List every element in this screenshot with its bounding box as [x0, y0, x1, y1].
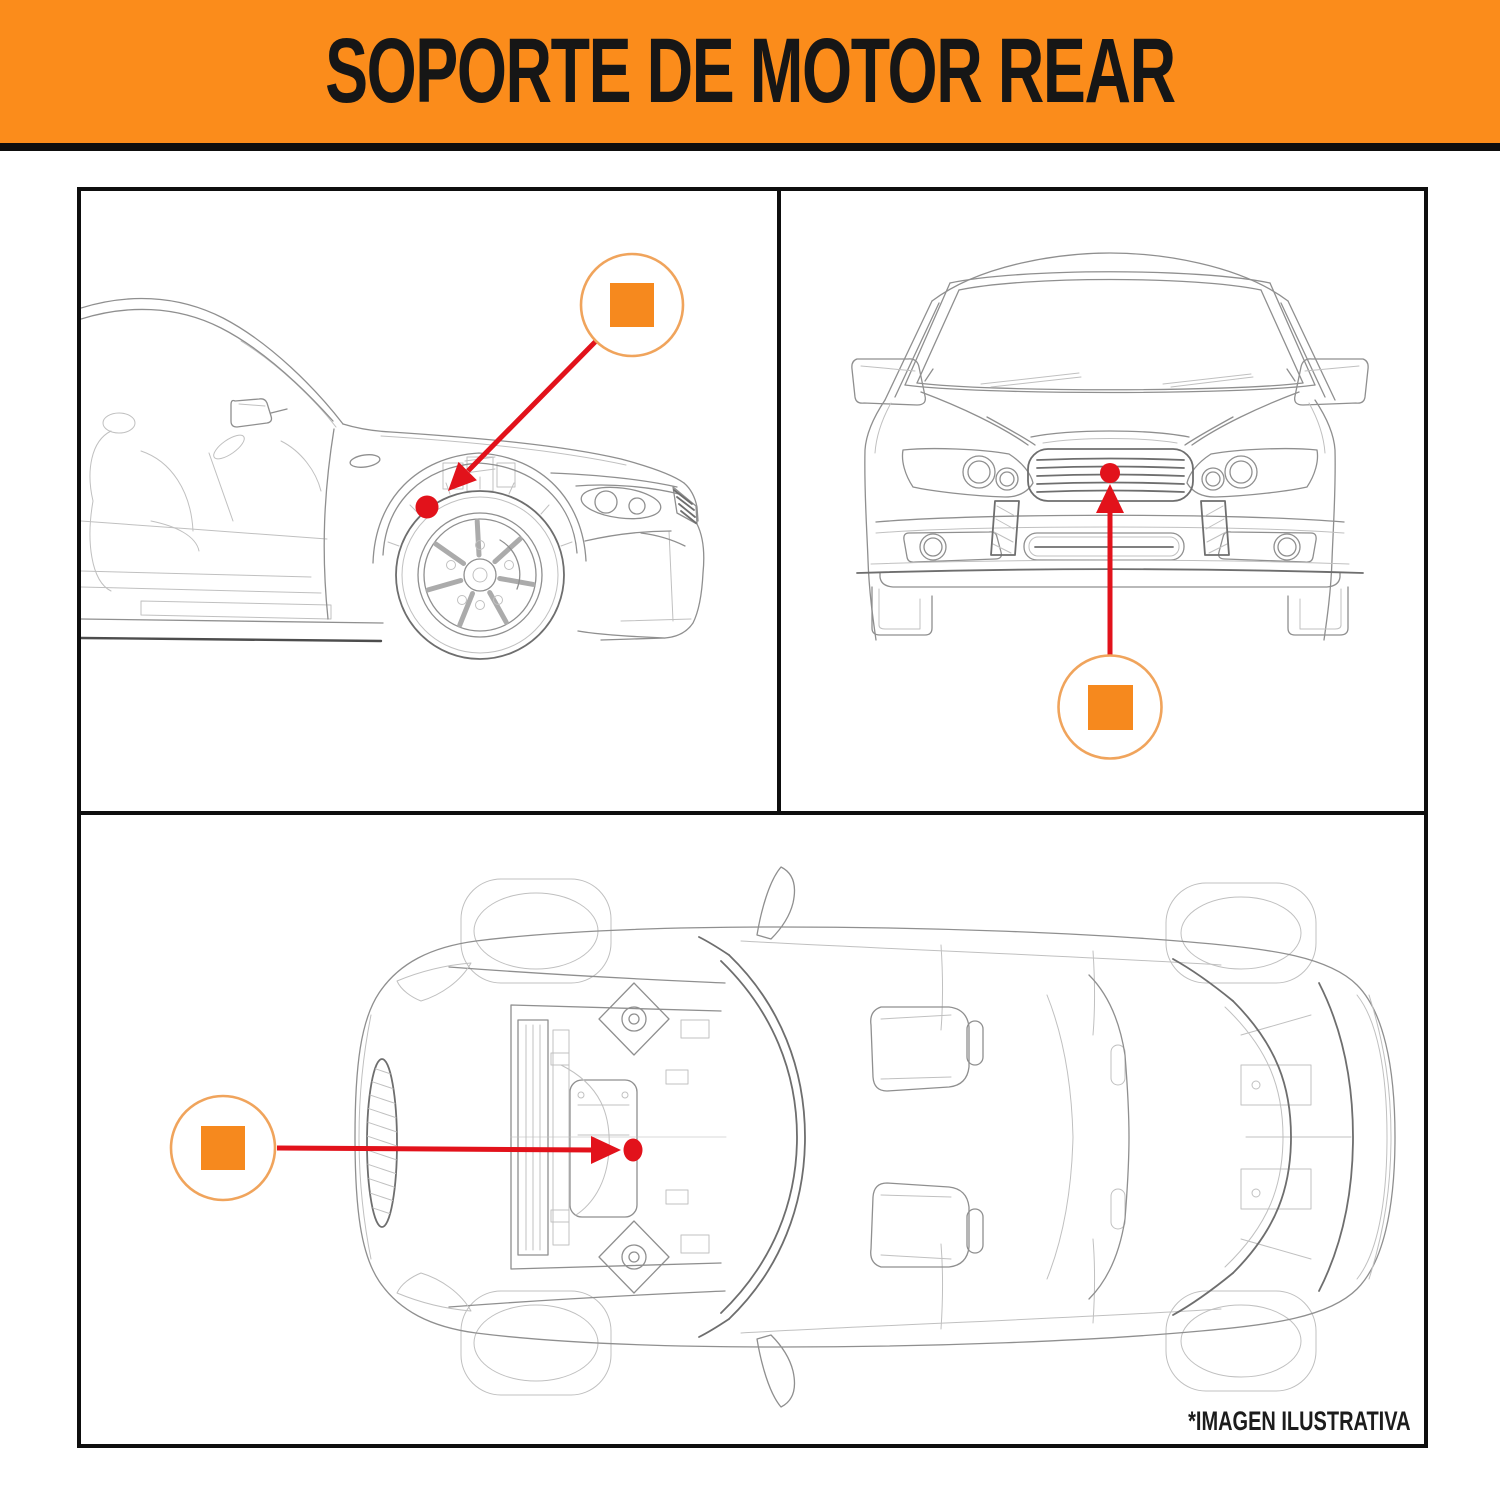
engine-mount-square-icon — [610, 283, 654, 327]
top-detail-sketch — [358, 940, 1392, 1334]
side-ground-line — [81, 636, 383, 643]
page-title: SOPORTE DE MOTOR REAR — [325, 20, 1176, 122]
location-dot — [415, 495, 439, 519]
car-front-view-drawing — [851, 252, 1369, 760]
panel-top-view: *IMAGEN ILUSTRATIVA — [81, 815, 1424, 1444]
car-top-view-drawing — [169, 866, 1396, 1408]
location-dot — [623, 1138, 643, 1162]
top-seats-sketch — [870, 974, 1130, 1300]
panel-side-view — [81, 191, 781, 815]
car-side-view-drawing — [81, 252, 705, 660]
side-interior-sketch — [81, 340, 692, 622]
top-body-sketch — [354, 866, 1396, 1408]
pointer-arrow-line — [466, 337, 600, 473]
location-dot — [1100, 463, 1120, 483]
top-glass-sketch — [366, 936, 1354, 1338]
pointer-arrow-line — [276, 1145, 594, 1153]
pointer-arrow-head — [591, 1136, 621, 1164]
front-view-markers — [1057, 463, 1163, 760]
footnote: *IMAGEN ILUSTRATIVA — [1187, 1406, 1410, 1436]
engine-mount-square-icon — [1088, 685, 1133, 730]
engine-mount-square-icon — [201, 1126, 245, 1170]
diagram-board: *IMAGEN ILUSTRATIVA — [77, 187, 1428, 1448]
front-wheel-sketch — [387, 476, 573, 660]
side-grille-hatch — [673, 489, 697, 524]
top-grille-hatch — [367, 1064, 397, 1218]
title-banner: SOPORTE DE MOTOR REAR — [0, 0, 1500, 151]
top-view-markers — [169, 1094, 643, 1202]
side-view-markers — [415, 252, 685, 519]
panel-front-view — [781, 191, 1424, 815]
pointer-arrow-head — [448, 461, 477, 491]
pointer-arrow-head — [1096, 484, 1124, 513]
